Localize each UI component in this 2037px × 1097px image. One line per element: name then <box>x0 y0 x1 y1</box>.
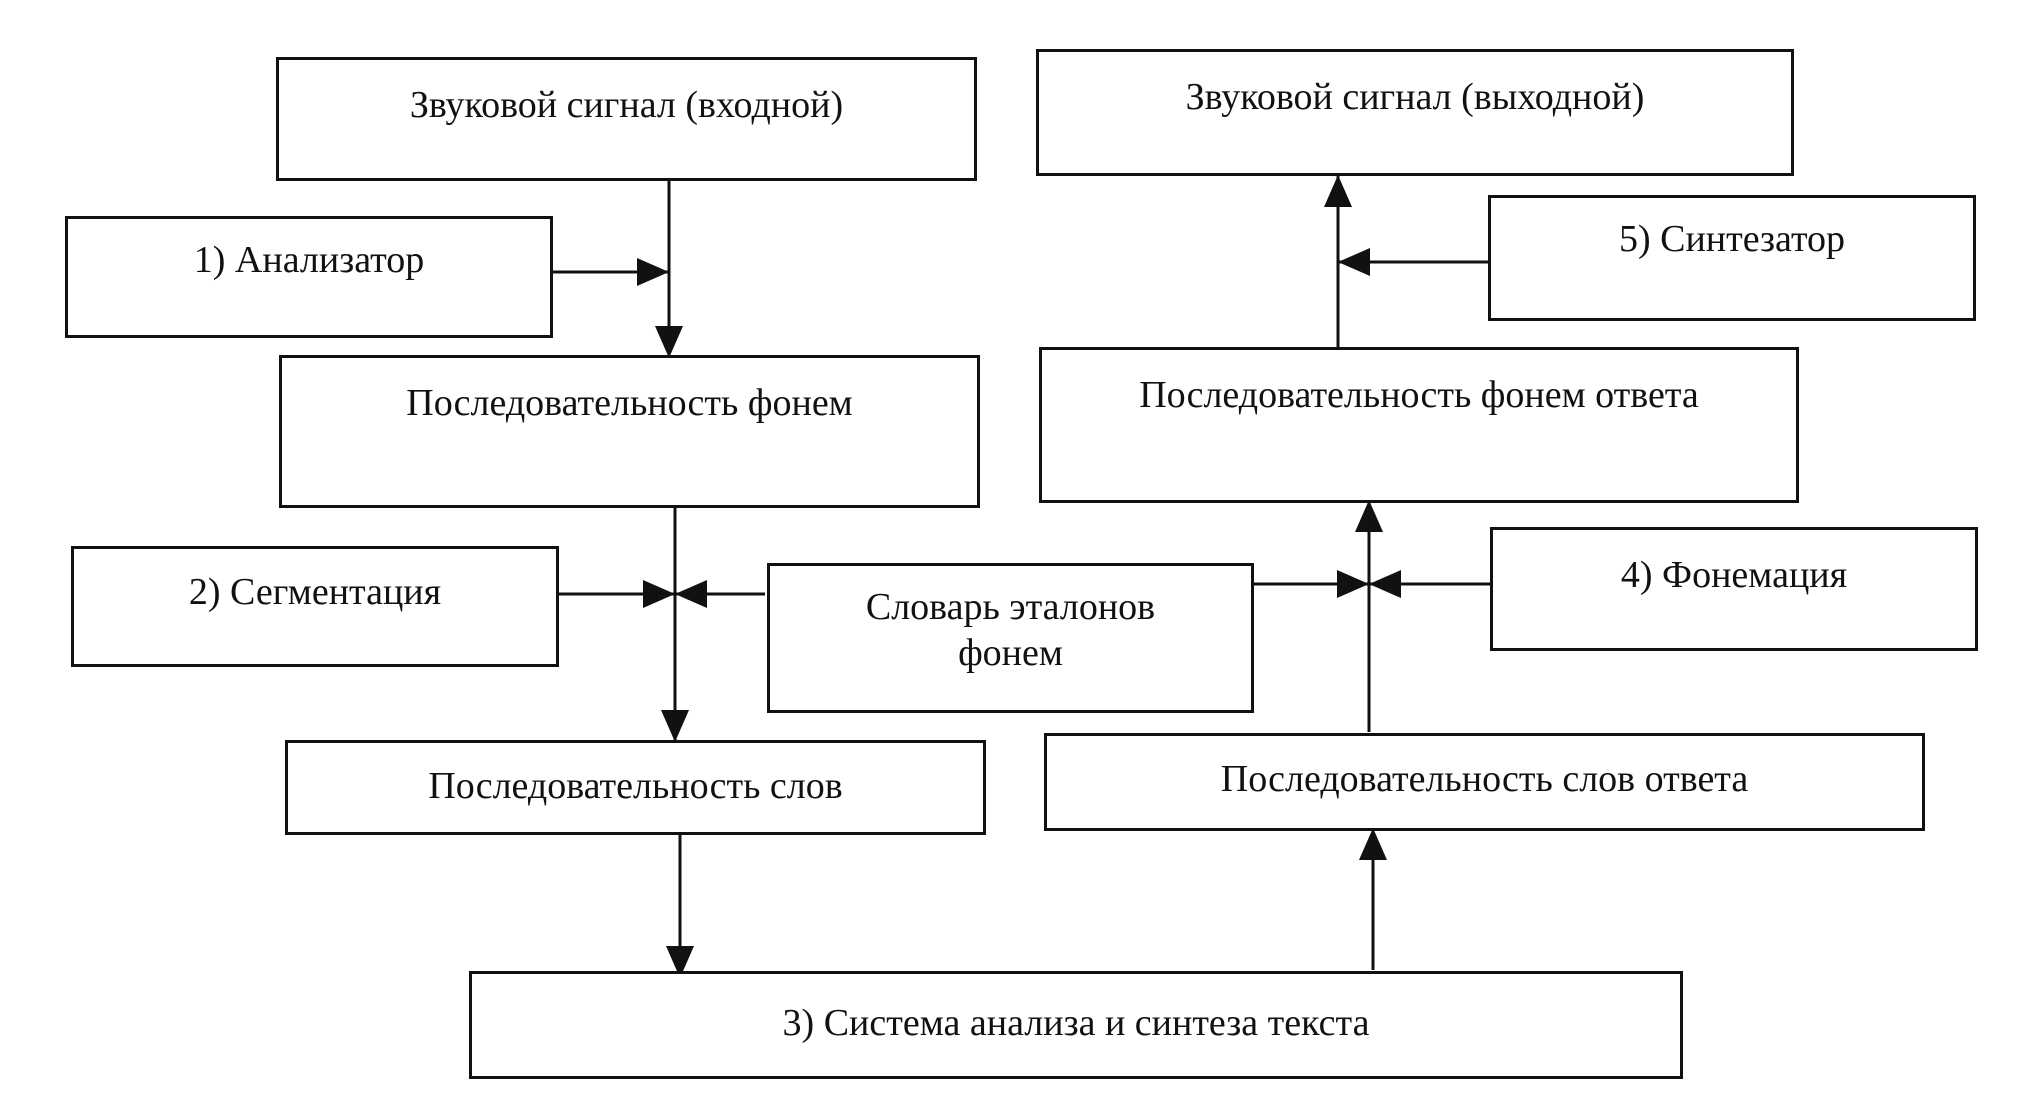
arrowhead-response-phonemes <box>1355 500 1383 532</box>
input-signal-box: Звуковой сигнал (входной) <box>276 57 977 181</box>
arrowhead-response-words <box>1359 828 1387 860</box>
output-signal-label: Звуковой сигнал (выходной) <box>1185 76 1645 118</box>
arrowhead-dictionary-right <box>1337 570 1369 598</box>
arrowhead-words <box>661 710 689 742</box>
phonemation-label: 4) Фонемация <box>1620 554 1848 596</box>
arrowhead-synthesizer <box>1338 248 1370 276</box>
response-phoneme-sequence-label: Последовательность фонем ответа <box>1139 374 1699 416</box>
response-word-sequence-label: Последовательность слов ответа <box>1220 758 1749 800</box>
input-signal-label: Звуковой сигнал (входной) <box>409 84 844 126</box>
segmentation-label: 2) Сегментация <box>188 571 442 613</box>
phoneme-sequence-label: Последовательность фонем <box>406 382 853 424</box>
arrowhead-dictionary-left <box>675 580 707 608</box>
arrowhead-system <box>666 946 694 978</box>
phoneme-dictionary-label-line2: фонем <box>958 632 1063 674</box>
analyzer-box: 1) Анализатор <box>65 216 553 338</box>
response-phoneme-sequence-box: Последовательность фонем ответа <box>1039 347 1799 503</box>
analyzer-label: 1) Анализатор <box>193 239 425 281</box>
arrowhead-phonemes <box>655 326 683 358</box>
synthesizer-label: 5) Синтезатор <box>1618 218 1846 260</box>
response-word-sequence-box: Последовательность слов ответа <box>1044 733 1925 831</box>
output-signal-box: Звуковой сигнал (выходной) <box>1036 49 1794 176</box>
arrowhead-output <box>1324 175 1352 207</box>
arrowhead-phonemation <box>1369 570 1401 598</box>
word-sequence-box: Последовательность слов <box>285 740 986 835</box>
phoneme-sequence-box: Последовательность фонем <box>279 355 980 508</box>
arrowhead-analyzer <box>637 258 669 286</box>
synthesizer-box: 5) Синтезатор <box>1488 195 1976 321</box>
word-sequence-label: Последовательность слов <box>428 765 843 807</box>
phoneme-dictionary-label-line1: Словарь эталонов <box>865 586 1156 628</box>
text-system-label: 3) Система анализа и синтеза текста <box>782 1002 1370 1044</box>
segmentation-box: 2) Сегментация <box>71 546 559 667</box>
phonemation-box: 4) Фонемация <box>1490 527 1978 651</box>
text-system-box: 3) Система анализа и синтеза текста <box>469 971 1683 1079</box>
phoneme-dictionary-box: Словарь эталонов фонем <box>767 563 1254 713</box>
arrowhead-segmentation <box>643 580 675 608</box>
